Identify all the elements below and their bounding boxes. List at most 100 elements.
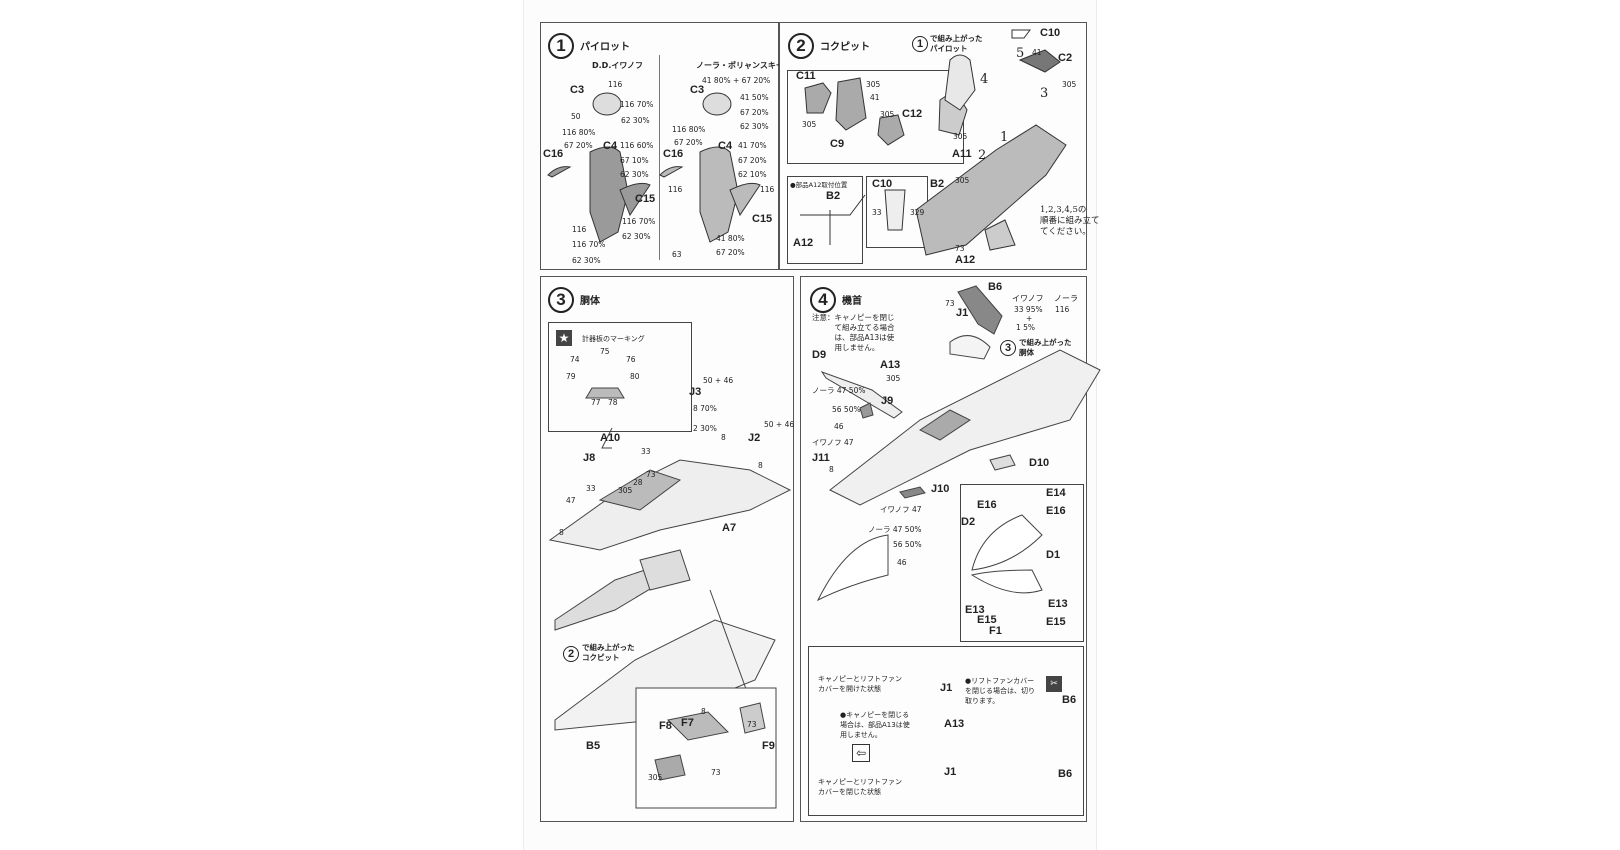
- color-code: 116: [760, 185, 775, 194]
- color-code: イワノフ 47: [880, 505, 922, 514]
- color-code: 47: [566, 496, 576, 505]
- cockpit-ref-text: で組み上がった コクピット: [582, 643, 635, 662]
- color-code: 33: [641, 447, 651, 456]
- color-code: 116: [572, 225, 587, 234]
- color-code: 41 80% + 67 20%: [702, 76, 771, 85]
- a13-note: ●キャノピーを閉じる 場合は、部品A13は使 用しません。: [840, 711, 910, 739]
- part-j11: J11: [812, 452, 830, 464]
- color-code: 8: [829, 465, 834, 474]
- open-state-label: キャノピーとリフトファン カバーを開けた状態: [818, 675, 902, 693]
- cockpit-ref-number: 2: [563, 646, 579, 662]
- a12-position-title: ●部品A12取付位置: [790, 181, 848, 189]
- color-code: 63: [672, 250, 682, 259]
- color-code: 62 30%: [622, 232, 651, 241]
- part-e13-right: E13: [1048, 598, 1068, 610]
- part-j2: J2: [748, 432, 761, 444]
- color-code: ノーラ 47 50%: [812, 386, 866, 395]
- marking-title: 計器板のマーキング: [582, 335, 645, 343]
- color-code: 46: [834, 422, 844, 431]
- color-code: 62 10%: [738, 170, 767, 179]
- color-code: 116: [668, 185, 683, 194]
- part-c4-b: C4: [718, 140, 733, 152]
- part-j3: J3: [689, 386, 702, 398]
- column-divider: [659, 55, 660, 260]
- part-a12: A12: [955, 254, 976, 266]
- part-c15: C15: [635, 193, 656, 205]
- color-code: 305: [880, 110, 895, 119]
- step1-number: 1: [548, 33, 574, 59]
- color-code: 33 95%: [1014, 305, 1043, 314]
- step1-title: パイロット: [580, 42, 630, 53]
- color-code: 116: [608, 80, 623, 89]
- decal-74: 74: [570, 355, 580, 364]
- closed-state-label: キャノピーとリフトファン カバーを閉じた状態: [818, 778, 902, 796]
- color-code: 305: [648, 773, 663, 782]
- pilot-ref-text: で組み上がった パイロット: [930, 34, 983, 53]
- decal-80: 80: [630, 372, 640, 381]
- color-code: 73: [711, 768, 721, 777]
- a12-position-inset: [787, 176, 863, 264]
- color-code: 50 + 46: [764, 420, 795, 429]
- part-e13: E13: [965, 604, 985, 616]
- reverse-arrow-icon: ⇦: [852, 744, 870, 762]
- step4-title: 機首: [842, 296, 862, 307]
- color-code: 33: [586, 484, 596, 493]
- part-c12: C12: [902, 108, 923, 120]
- bottom-part-a13: A13: [944, 718, 965, 730]
- cut-icon: ✂: [1046, 676, 1062, 692]
- decal-star-icon: ★: [556, 330, 572, 346]
- bottom-part-b6-closed: B6: [1058, 768, 1073, 780]
- color-code: 50 + 46: [703, 376, 734, 385]
- color-code: 67 20%: [738, 156, 767, 165]
- color-code: 73: [945, 299, 955, 308]
- seq-5: 5: [1016, 46, 1025, 61]
- color-code: 116 80%: [562, 128, 596, 137]
- decal-78: 78: [608, 398, 618, 407]
- part-d2: D2: [961, 516, 976, 528]
- color-code: 305: [1062, 80, 1077, 89]
- step2-number: 2: [788, 33, 814, 59]
- color-code: 56 50%: [893, 540, 922, 549]
- color-code: 67 10%: [620, 156, 649, 165]
- color-code: 33: [872, 208, 882, 217]
- seq-3: 3: [1040, 86, 1049, 101]
- color-code: 305: [802, 120, 817, 129]
- color-code: 67 20%: [740, 108, 769, 117]
- step3-title: 胴体: [580, 296, 600, 307]
- color-code: 116 60%: [620, 141, 654, 150]
- part-c11: C11: [796, 70, 816, 82]
- instrument-marking-inset: [548, 322, 692, 432]
- color-code: 8: [758, 461, 763, 470]
- part-e16: E16: [977, 499, 997, 511]
- part-f7: F7: [681, 717, 694, 729]
- sequence-note: 1,2,3,4,5の 順番に組み立て てください。: [1040, 205, 1100, 237]
- pilot-b-name: ノーラ・ポリャンスキー: [696, 61, 784, 70]
- color-code: 28: [633, 478, 643, 487]
- pilot-name-ivanov: イワノフ: [1012, 294, 1044, 303]
- part-f9: F9: [762, 740, 775, 752]
- decal-77: 77: [591, 398, 601, 407]
- part-a11: A11: [952, 148, 972, 160]
- color-code: 62 30%: [621, 116, 650, 125]
- bottom-part-j1-closed: J1: [944, 766, 957, 778]
- part-e16-right: E16: [1046, 505, 1066, 517]
- color-code: 67 20%: [674, 138, 703, 147]
- part-j10: J10: [931, 483, 950, 495]
- color-code: 41 70%: [738, 141, 767, 150]
- cut-note: ●リフトファンカバー を閉じる場合は、切り 取ります。: [965, 677, 1035, 705]
- canopy-state-inset: [808, 646, 1084, 816]
- part-j1: J1: [956, 307, 969, 319]
- seq-2: 2: [978, 148, 987, 163]
- color-code: 305: [618, 486, 633, 495]
- part-b2: B2: [930, 178, 945, 190]
- part-c3-b: C3: [690, 84, 705, 96]
- fuselage-ref-number: 3: [1000, 340, 1016, 356]
- part-j8: J8: [583, 452, 596, 464]
- decal-75: 75: [600, 347, 610, 356]
- inset-part-a12: A12: [793, 237, 814, 249]
- color-code: 73: [646, 470, 656, 479]
- color-code: 329: [910, 208, 925, 217]
- color-code: 73: [955, 244, 965, 253]
